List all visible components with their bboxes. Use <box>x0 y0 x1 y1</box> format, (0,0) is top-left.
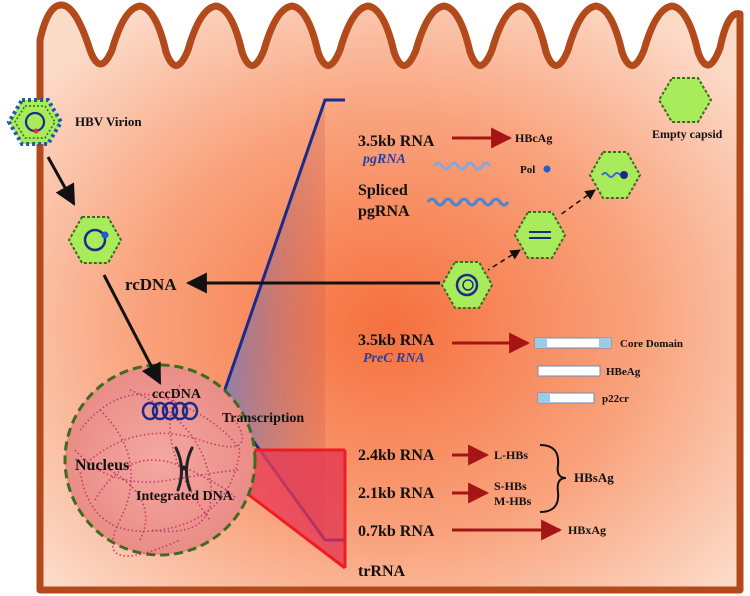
pol-dot-icon <box>543 165 551 173</box>
nucleus <box>63 363 257 557</box>
nucleus-label: Nucleus <box>75 457 129 474</box>
chromosome-centromere-icon <box>181 465 187 471</box>
transcription-wedge-edge <box>220 98 345 399</box>
hbsag-label: HBsAg <box>574 470 614 485</box>
hbv-virion-label: HBV Virion <box>75 114 142 129</box>
transcription-label: Transcription <box>222 411 304 426</box>
rcdna-capsid-icon <box>67 216 123 264</box>
rna-21-label: 2.1kb RNA <box>358 485 435 502</box>
empty-capsid-label: Empty capsid <box>652 127 723 141</box>
rna-24-label: 2.4kb RNA <box>358 447 435 464</box>
rcdna-label: rcDNA <box>125 275 177 294</box>
pol-label: Pol <box>520 164 535 176</box>
cccdna-coil-icon <box>141 401 199 421</box>
pgrna-label: pgRNA <box>362 152 406 167</box>
dashed-arrow <box>487 249 521 271</box>
integrated-dna-label: Integrated DNA <box>136 489 234 504</box>
core-domain-bar <box>534 337 612 349</box>
trrna-label: trRNA <box>358 563 406 580</box>
prec-rna-label: PreC RNA <box>363 351 425 366</box>
hbsag-brace <box>539 444 567 513</box>
dashed-arrow <box>559 189 596 216</box>
rna-07-label: 0.7kb RNA <box>358 523 435 540</box>
capsid-to-cccdna-arrow <box>102 274 162 385</box>
rna-35-label: 3.5kb RNA <box>358 133 435 150</box>
empty-capsid-icon <box>657 77 713 123</box>
hbeag-label: HBeAg <box>606 366 641 378</box>
p22cr-label: p22cr <box>602 393 629 405</box>
chromosome-icon <box>174 446 194 492</box>
hbv-virion-icon <box>6 98 64 146</box>
s-hbs-label: S-HBs <box>494 479 527 493</box>
core-domain-label: Core Domain <box>620 338 683 350</box>
maturing-capsid-icon <box>513 211 567 259</box>
spliced-pgrna-label: pgRNA <box>358 203 410 220</box>
cccdna-label: cccDNA <box>152 387 202 402</box>
pgrna-capsid-icon <box>588 151 642 199</box>
rna-35-prec-label: 3.5kb RNA <box>358 332 435 349</box>
m-hbs-label: M-HBs <box>494 494 532 508</box>
l-hbs-label: L-HBs <box>494 448 528 462</box>
hbeag-bar <box>537 365 601 377</box>
p22cr-bar <box>537 392 595 404</box>
pgrna-wave-icon <box>432 161 492 171</box>
mature-capsid-icon <box>440 261 494 309</box>
hbxag-label: HBxAg <box>568 523 606 537</box>
spliced-label: Spliced <box>358 182 408 199</box>
hbcag-label: HBcAg <box>515 131 552 145</box>
spliced-pgrna-wave-icon <box>426 197 510 207</box>
virion-to-capsid-arrow <box>46 156 76 206</box>
